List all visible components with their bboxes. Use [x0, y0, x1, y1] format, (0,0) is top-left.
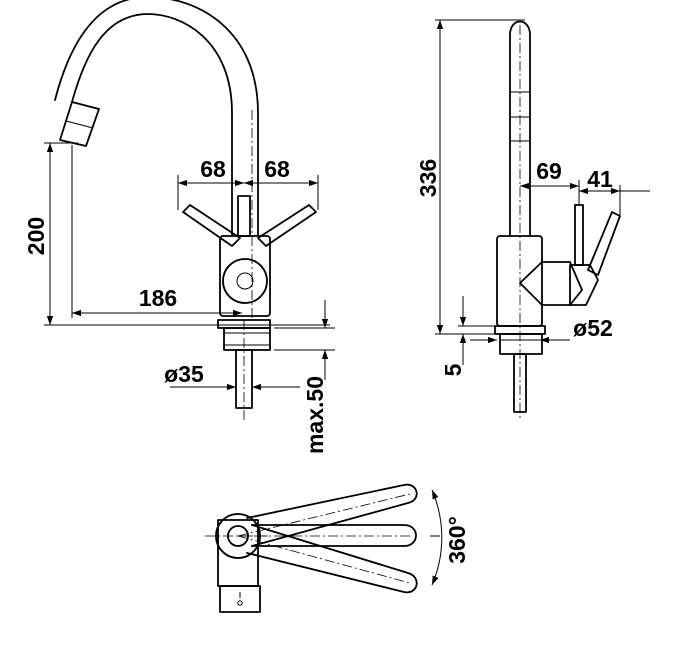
dim-handle-side: 41	[587, 166, 613, 192]
side-cartridge	[519, 261, 583, 306]
side-spout	[509, 20, 531, 237]
side-view: 336 69 41 ø52 5	[415, 19, 650, 420]
side-mounting-nut	[499, 333, 543, 355]
cartridge-circle	[222, 258, 268, 304]
spout-position-2	[251, 524, 417, 547]
cartridge-inner	[236, 272, 254, 290]
dim-total-height: 336	[415, 159, 441, 197]
dim-max-thickness: max.50	[302, 376, 328, 454]
dim-swivel-angle: 360°	[444, 516, 470, 564]
top-view: 360°	[205, 483, 470, 613]
dim-handle-right: 68	[264, 156, 290, 182]
front-view: 200 186 68 68 ø35 max.50	[23, 0, 335, 454]
dim-hole-diameter: ø35	[164, 361, 204, 387]
side-handle-upright	[574, 204, 584, 266]
spout-position-3	[246, 524, 418, 594]
spout-position-1	[246, 483, 418, 547]
stem	[237, 195, 251, 237]
top-handle-pin	[237, 600, 243, 606]
dim-spout-height: 200	[23, 217, 49, 255]
side-body	[496, 235, 543, 327]
dim-reach: 186	[139, 285, 177, 311]
nozzle-ring	[65, 120, 94, 129]
left-handle	[182, 204, 241, 247]
faucet-body	[219, 235, 271, 317]
spout-outer	[71, 13, 233, 237]
side-handle-base	[569, 264, 599, 306]
top-handle-block	[219, 585, 261, 613]
side-shank	[513, 353, 527, 413]
dim-base-diameter: ø52	[573, 315, 613, 341]
side-handle-tilted	[587, 211, 621, 276]
mounting-nut	[223, 327, 271, 351]
dim-handle-offset: 69	[536, 158, 562, 184]
dim-base-height: 5	[440, 363, 466, 376]
spout-inner	[54, 0, 259, 237]
mounting-shank	[235, 349, 253, 409]
right-handle	[257, 204, 317, 247]
spout-nozzle	[59, 101, 100, 147]
dim-handle-left: 68	[200, 156, 226, 182]
